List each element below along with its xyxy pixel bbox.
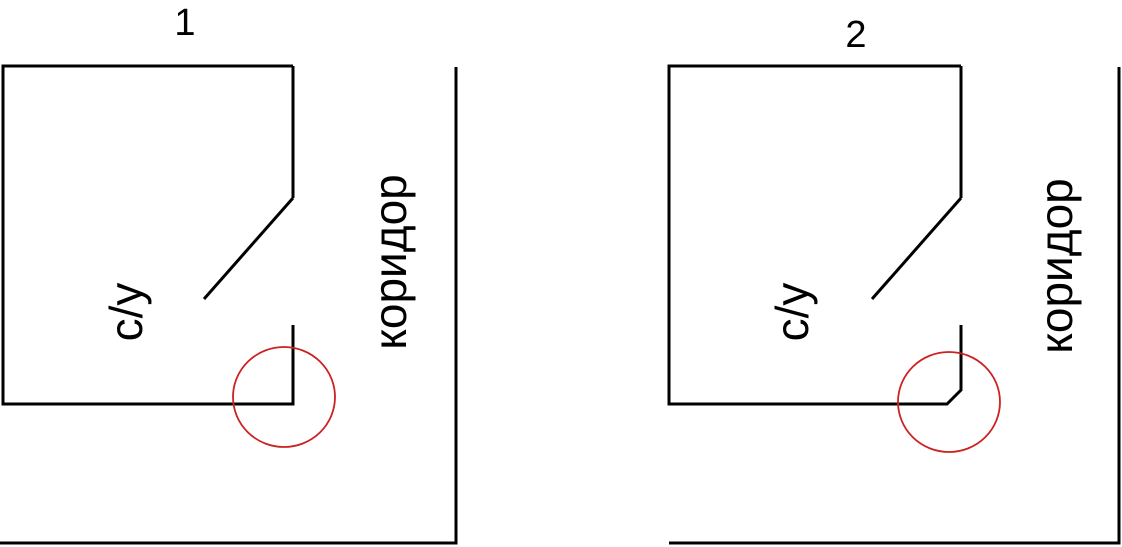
diagram-1-door <box>202 197 295 300</box>
diagram-2-door <box>870 197 963 300</box>
diagram-1-number: 1 <box>174 2 195 44</box>
diagram-2-room-label: с/у <box>766 283 818 342</box>
diagram-2-corridor-label: коридор <box>1030 178 1082 354</box>
diagram-2-room-walls <box>667 64 963 406</box>
diagram-2: 2 с/у коридор <box>667 14 1121 545</box>
diagram-2-corridor-walls <box>669 67 1121 545</box>
diagram-1-room-label: с/у <box>100 283 152 342</box>
diagram-1-highlight-circle <box>232 346 336 448</box>
diagram-2-highlight-circle <box>897 351 1001 453</box>
diagram-1-room-walls <box>1 64 295 406</box>
diagram-2-number: 2 <box>845 14 866 56</box>
diagram-1-corridor-label: коридор <box>364 174 416 350</box>
diagram-1-corridor-walls <box>0 67 458 545</box>
diagram-1: 1 с/у коридор <box>0 2 458 545</box>
